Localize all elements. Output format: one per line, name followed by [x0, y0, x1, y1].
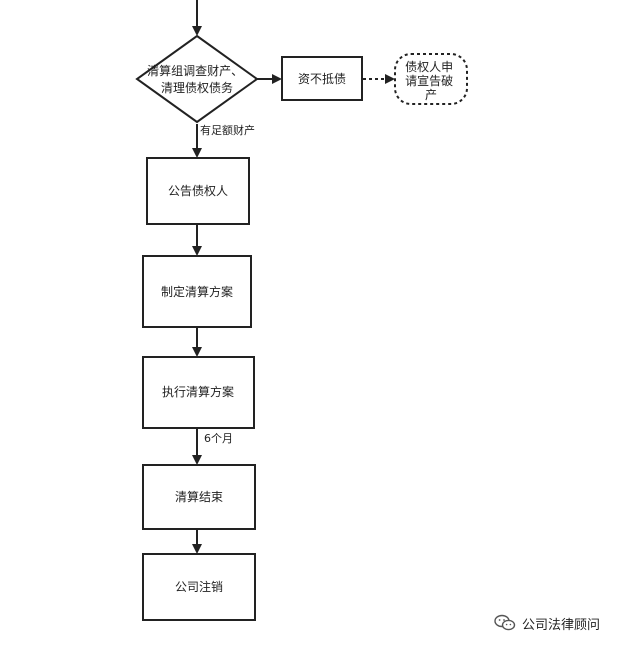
notify-creditors-box — [146, 157, 250, 225]
plan-box — [142, 255, 252, 328]
apply-bankruptcy-terminal — [394, 53, 468, 105]
investigate-label: 清算组调查财产、 清理债权债务 — [147, 63, 247, 95]
apply-bankruptcy-line-1: 债权人申 — [405, 60, 453, 74]
investigate-label-line-1: 清算组调查财产、 — [147, 63, 243, 78]
notify-creditors-label: 公告债权人 — [168, 184, 228, 198]
insolvent-label: 资不抵债 — [298, 72, 346, 86]
edge-label-six-months: 6个月 — [204, 432, 233, 445]
investigate-label-line-2: 清理债权债务 — [161, 80, 233, 95]
apply-bankruptcy-line-3: 产 — [425, 88, 437, 102]
finish-box — [142, 464, 256, 530]
edge-label-sufficient-assets: 有足额财产 — [200, 123, 255, 137]
finish-label: 清算结束 — [175, 489, 223, 504]
apply-bankruptcy-line-2: 请宣告破 — [405, 73, 453, 88]
execute-box — [142, 356, 255, 429]
plan-label: 制定清算方案 — [161, 284, 233, 299]
execute-label: 执行清算方案 — [162, 384, 234, 399]
investigate-diamond — [135, 34, 259, 124]
watermark-text: 公司法律顾问 — [522, 617, 601, 633]
apply-bankruptcy-label: 债权人申 请宣告破 产 — [405, 60, 457, 102]
insolvent-box — [281, 56, 363, 101]
deregister-label: 公司注销 — [175, 579, 223, 594]
wechat-icon — [494, 614, 516, 631]
deregister-box — [142, 553, 256, 621]
watermark: 公司法律顾问 — [494, 611, 634, 635]
